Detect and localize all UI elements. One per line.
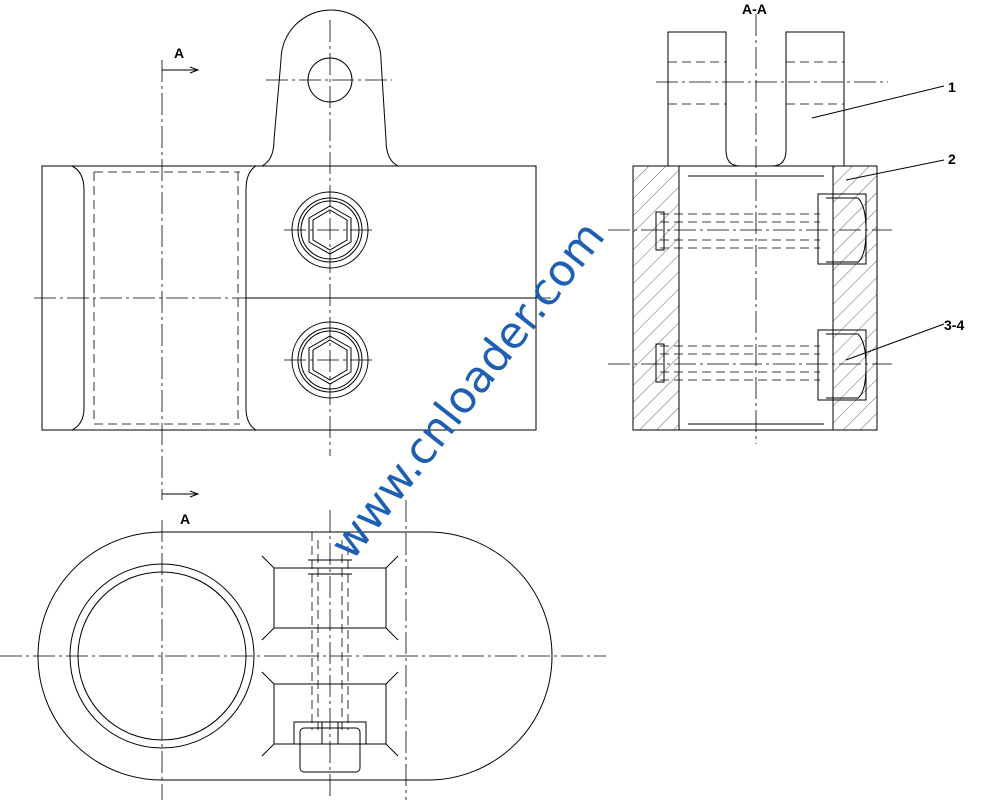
watermark: www.cnloader.com	[320, 212, 615, 569]
hatch-left	[633, 166, 679, 430]
section-title: A-A	[742, 1, 767, 17]
leader-1	[811, 85, 945, 119]
front-split-fillet	[245, 165, 257, 431]
top-view	[0, 500, 606, 800]
callout-2: 2	[948, 151, 956, 167]
section-marker-top: A	[174, 45, 184, 61]
front-left-fillet	[71, 165, 85, 431]
callout-1: 1	[948, 79, 956, 95]
section-view	[608, 14, 945, 444]
hatch-right	[833, 166, 877, 430]
top-outline	[37, 531, 553, 781]
callout-3-4: 3-4	[944, 317, 964, 333]
section-lug-right	[771, 31, 845, 167]
front-lug	[261, 9, 399, 167]
front-view	[34, 9, 552, 500]
section-marker-bottom: A	[180, 511, 190, 527]
leader-2	[845, 159, 945, 181]
section-lug-left	[667, 31, 741, 167]
leader-3-4	[845, 323, 945, 361]
